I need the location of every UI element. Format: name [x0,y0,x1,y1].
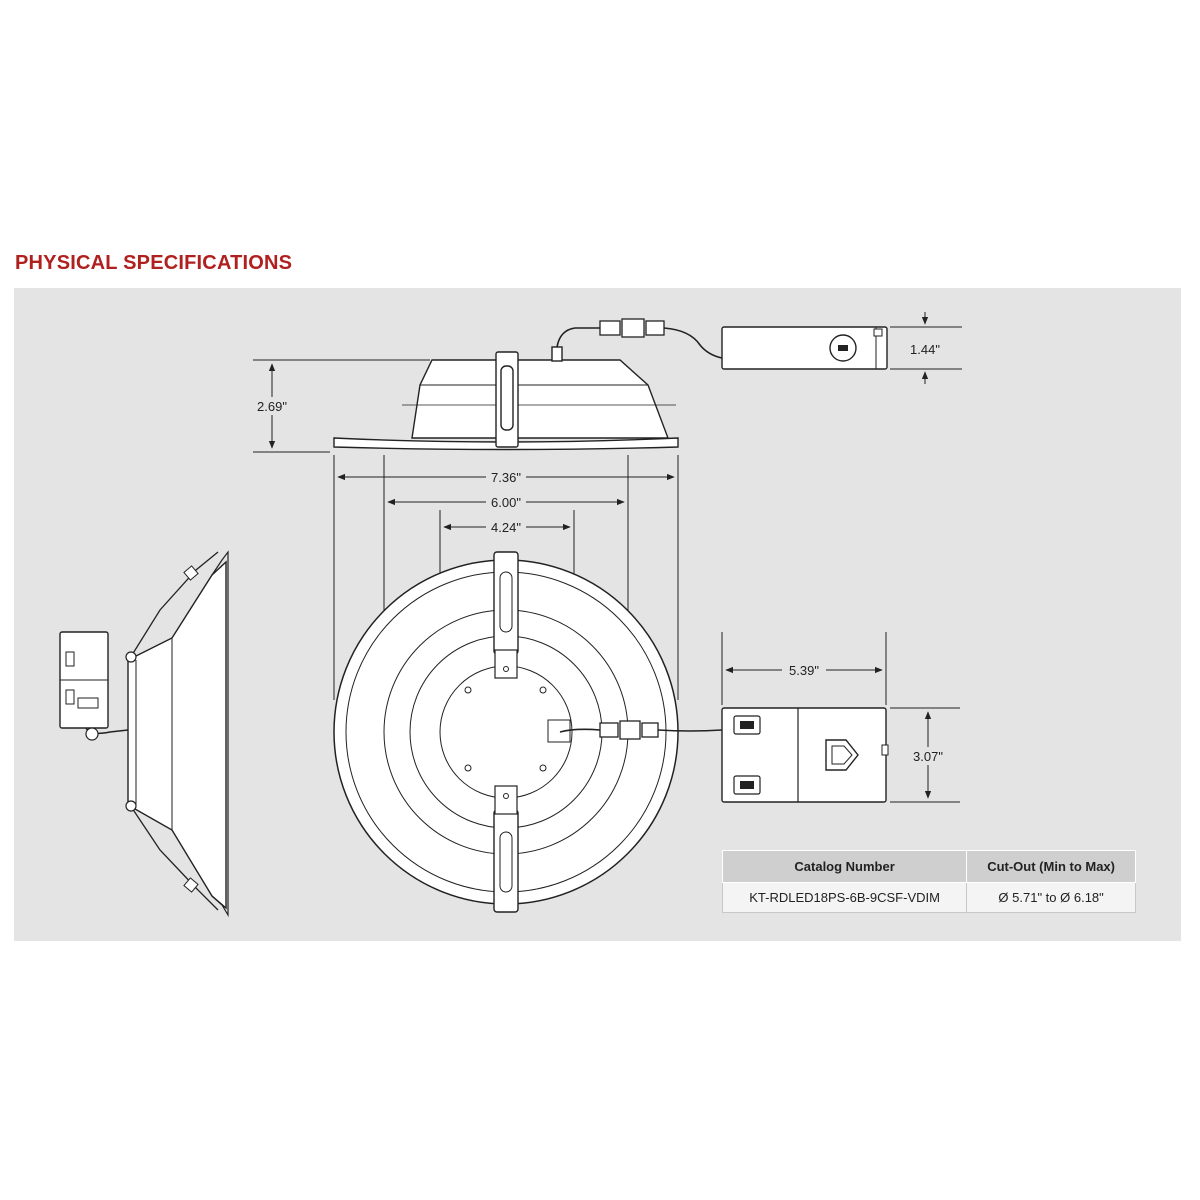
driver-height-label: 1.44" [910,342,940,357]
table-row: KT-RDLED18PS-6B-9CSF-VDIM Ø 5.71" to Ø 6… [721,882,1136,913]
inner-diameter-label: 4.24" [491,520,521,535]
catalog-number-cell: KT-RDLED18PS-6B-9CSF-VDIM [721,882,968,913]
section-title: PHYSICAL SPECIFICATIONS [15,252,293,274]
spec-table: Catalog Number Cut-Out (Min to Max) KT-R… [721,850,1136,913]
jbox-height-label: 3.07" [913,749,943,764]
catalog-number-header: Catalog Number [721,850,968,883]
cutout-cell: Ø 5.71" to Ø 6.18" [966,882,1136,913]
driver-cable [556,318,723,359]
cutout-diameter-label: 6.00" [491,495,521,510]
junction-box [721,707,889,803]
outer-diameter-label: 7.36" [491,470,521,485]
jbox-width-label: 5.39" [789,663,819,678]
side-profile-view [333,346,679,451]
height-label: 2.69" [257,399,287,414]
plan-view [333,551,679,913]
driver-height-dimension [890,312,962,384]
plan-cable [559,720,723,740]
cutout-header: Cut-Out (Min to Max) [966,850,1136,883]
housing-cone [411,359,670,439]
driver-box [721,326,888,370]
table-header-row: Catalog Number Cut-Out (Min to Max) [721,850,1136,883]
left-side-view [59,550,229,918]
